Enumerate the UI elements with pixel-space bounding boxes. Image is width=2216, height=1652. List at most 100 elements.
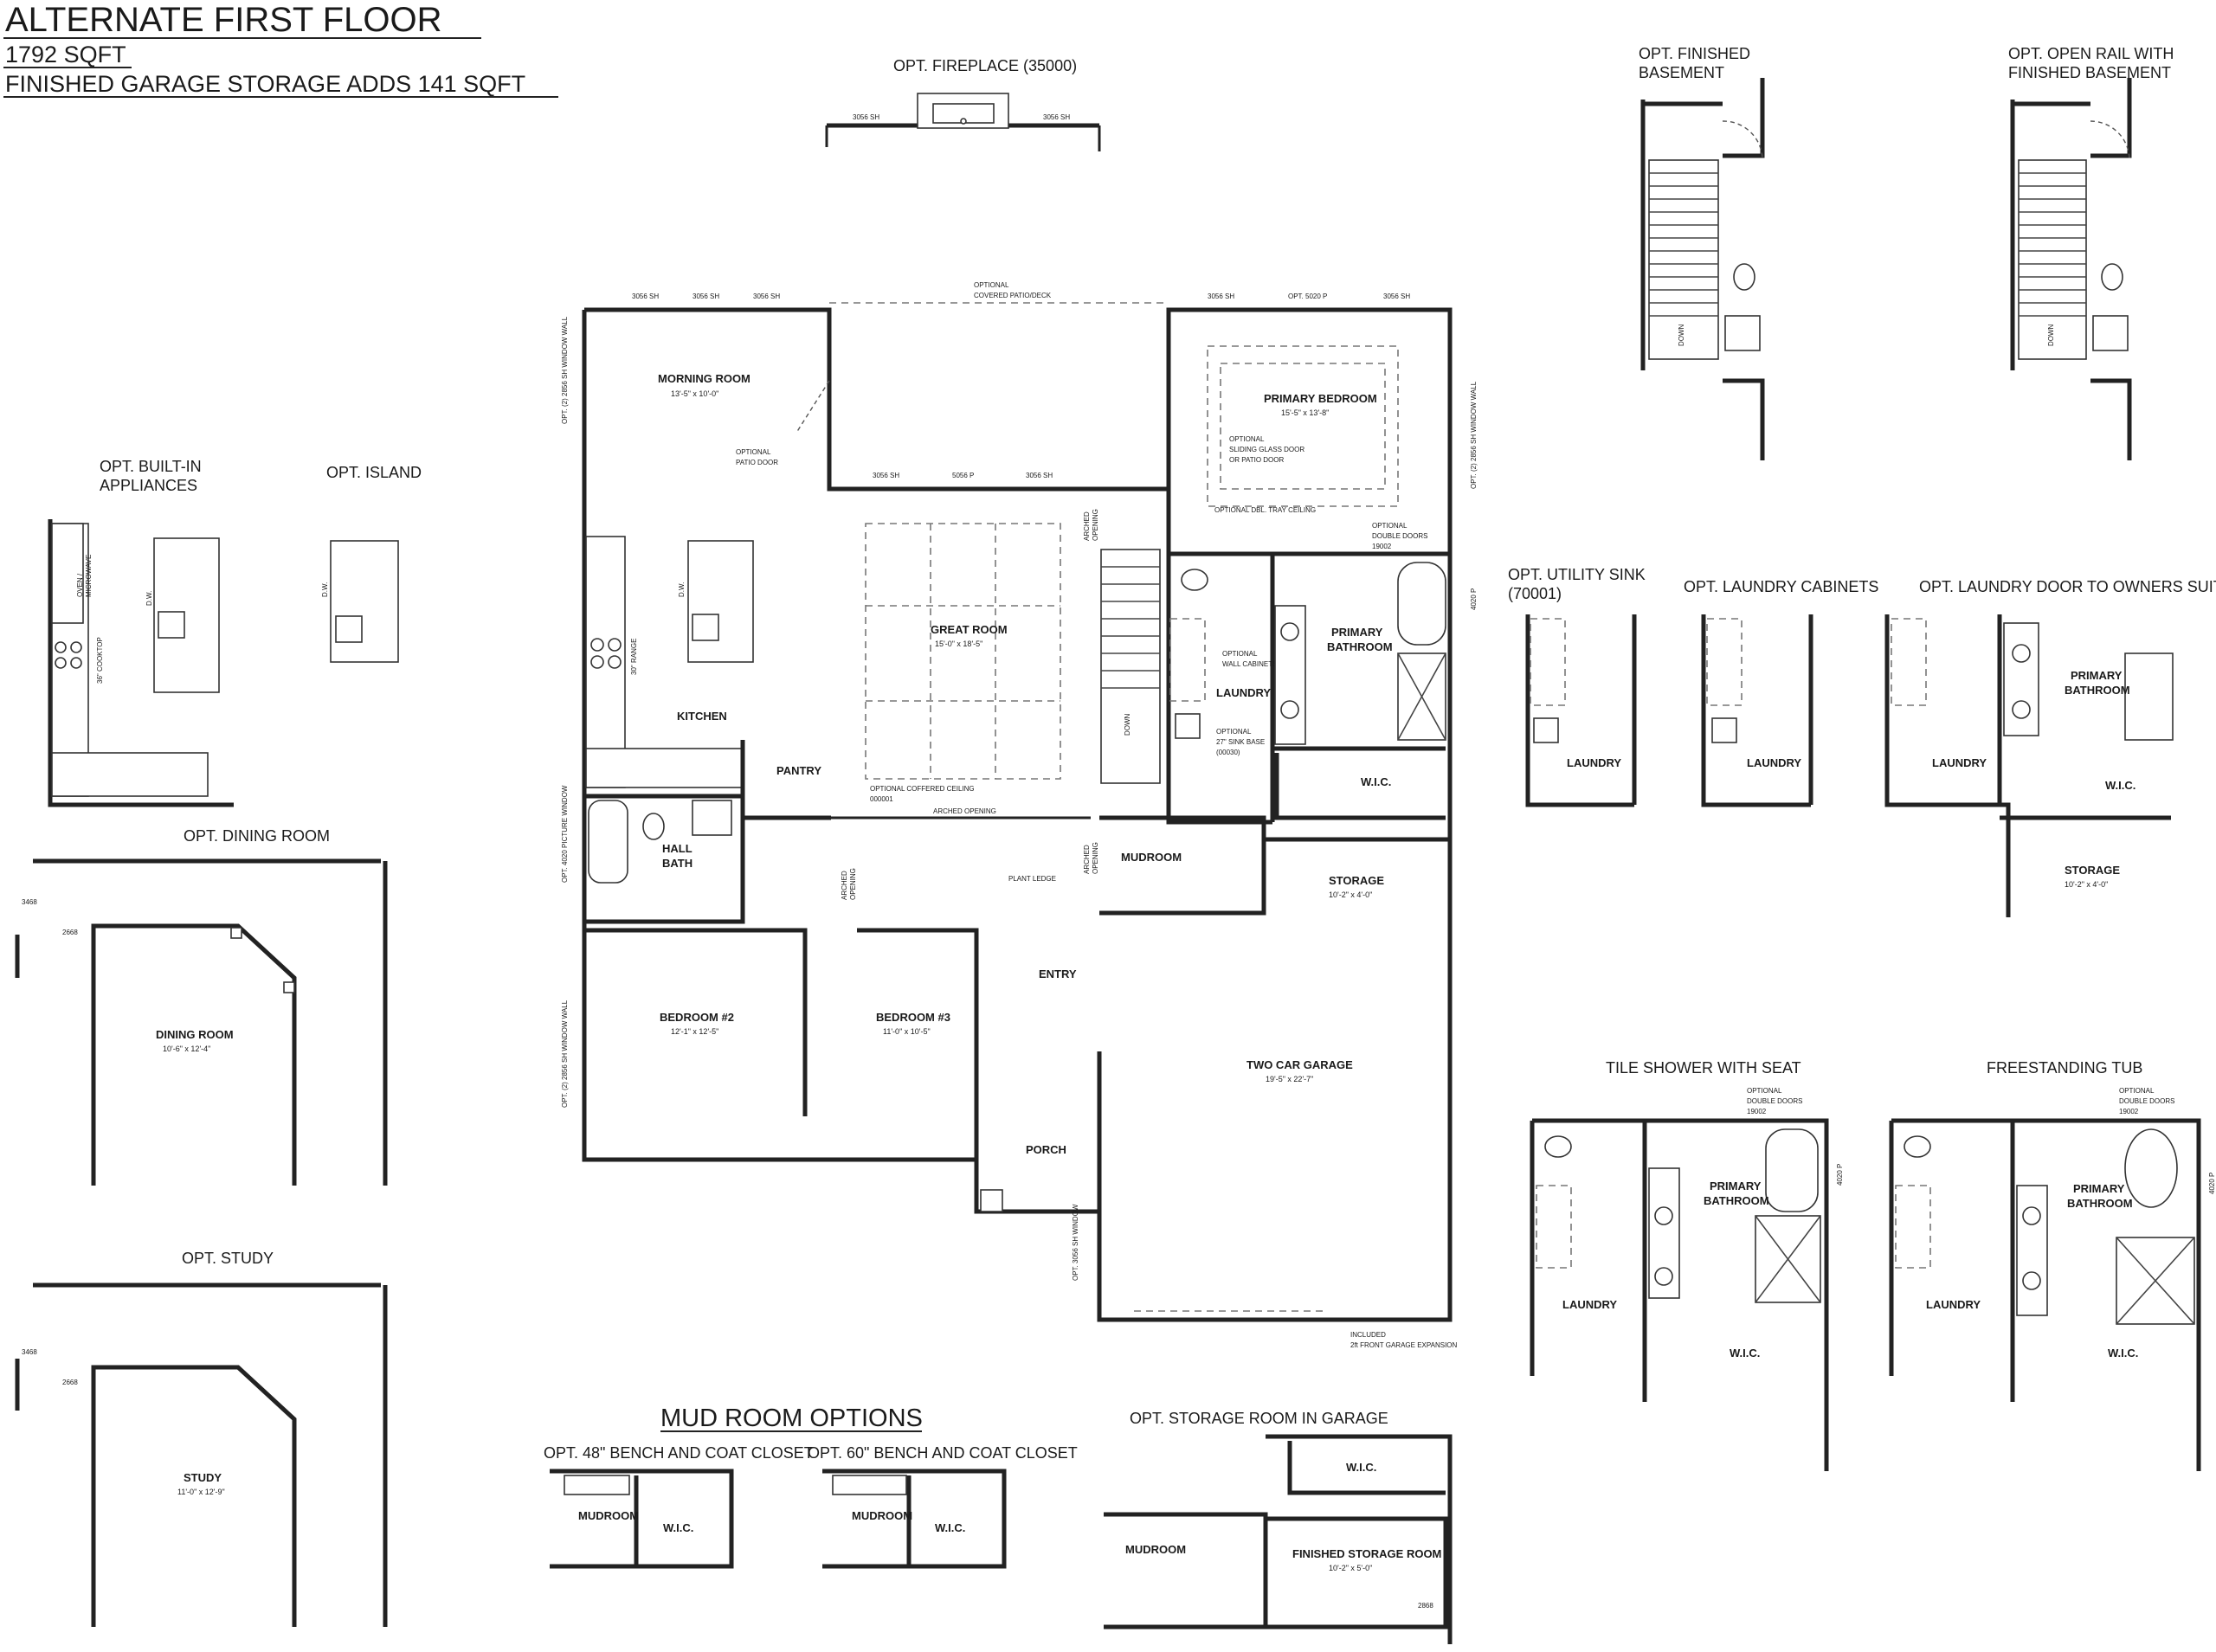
label-rooms-entry: ENTRY	[1039, 967, 1077, 980]
label-rooms-bedroom2-name: BEDROOM #2	[660, 1011, 734, 1024]
label-option-titles-storage-room: OPT. STORAGE ROOM IN GARAGE	[1130, 1410, 1388, 1427]
opt-finished-basement: OPT. FINISHED BASEMENT DOWN	[1639, 45, 1765, 460]
label-notes-garage-exp-2: 2ft FRONT GARAGE EXPANSION	[1350, 1341, 1458, 1349]
label-rooms-mudroom-title: MUDROOM	[578, 1509, 639, 1522]
label-rooms-storage-dims: 10'-2" x 4'-0"	[2065, 880, 2108, 889]
label-notes-wall-cab-1: OPTIONAL	[1222, 650, 1258, 658]
label-option-titles-open-rail-1: OPT. OPEN RAIL WITH	[2008, 45, 2174, 62]
label-rooms-wic: W.I.C.	[1346, 1461, 1376, 1474]
label-notes-arched-1: ARCHED	[1083, 845, 1091, 874]
label-notes-w3056: 3056 SH	[692, 292, 719, 300]
label-option-titles-laundry-door: OPT. LAUNDRY DOOR TO OWNERS SUITE	[1919, 578, 2216, 595]
label-notes-win-morning: OPT. (2) 2856 SH WINDOW WALL	[561, 316, 569, 424]
label-notes-oven-2: MICROWAVE	[85, 555, 93, 597]
opt-builtin-appliances: OPT. BUILT-IN APPLIANCES OVEN / MICROWAV…	[48, 458, 234, 807]
label-rooms-primary-bathroom-2: BATHROOM	[2067, 1197, 2133, 1210]
label-option-titles-open-rail-2: FINISHED BASEMENT	[2008, 64, 2171, 81]
label-notes-sink-base-2: 27" SINK BASE	[1216, 738, 1265, 746]
label-option-titles-finished-basement-2: BASEMENT	[1639, 64, 1724, 81]
label-rooms-morning-room-name: MORNING ROOM	[658, 372, 750, 385]
label-rooms-garage-name: TWO CAR GARAGE	[1246, 1058, 1353, 1071]
label-option-titles-finished-basement-1: OPT. FINISHED	[1639, 45, 1750, 62]
label-notes-arched-opening: ARCHED OPENING	[933, 807, 996, 815]
label-option-titles-utility-sink-1: OPT. UTILITY SINK	[1508, 566, 1646, 583]
label-rooms-pantry-name: PANTRY	[776, 764, 821, 777]
label-rooms-porch: PORCH	[1026, 1143, 1066, 1156]
label-notes-patio-door-1: OPTIONAL	[736, 448, 771, 456]
garage-storage-note: FINISHED GARAGE STORAGE ADDS 141 SQFT	[5, 71, 525, 97]
label-notes-double-doors-2: DOUBLE DOORS	[1372, 532, 1427, 540]
label-rooms-primary-bathroom-2: BATHROOM	[1704, 1194, 1769, 1207]
label-rooms-wic: W.I.C.	[2105, 779, 2135, 792]
label-notes-w3056: 3056 SH	[1026, 472, 1053, 479]
label-notes-double-doors-2: DOUBLE DOORS	[1747, 1097, 1802, 1105]
label-rooms-mudroom-title: MUDROOM	[852, 1509, 912, 1522]
label-notes-double-doors-2: DOUBLE DOORS	[2119, 1097, 2174, 1105]
label-notes-plant-ledge: PLANT LEDGE	[1008, 875, 1056, 883]
label-notes-w4020: 4020 P	[2208, 1173, 2216, 1194]
label-rooms-bedroom3-dims: 11'-0" x 10'-5"	[883, 1027, 931, 1036]
label-rooms-primary-bedroom-name: PRIMARY BEDROOM	[1264, 392, 1377, 405]
opt-laundry-door: OPT. LAUNDRY DOOR TO OWNERS SUITE LAUNDR…	[1884, 578, 2216, 917]
label-notes-w2668: 2668	[62, 929, 78, 936]
label-notes-w5056: 5056 P	[952, 472, 974, 479]
label-notes-w3468: 3468	[22, 1348, 37, 1356]
label-notes-patio-door-2: PATIO DOOR	[736, 459, 778, 466]
label-option-titles-island: OPT. ISLAND	[326, 464, 422, 481]
label-rooms-primary-bedroom-dims: 15'-5" x 13'-8"	[1281, 408, 1329, 417]
label-option-titles-builtin-2: APPLIANCES	[100, 477, 197, 494]
label-notes-double-doors-3: 19002	[1747, 1108, 1767, 1115]
label-notes-w2668: 2668	[62, 1379, 78, 1386]
label-notes-dw: D.W.	[678, 582, 686, 597]
label-notes-w3056: 3056 SH	[632, 292, 659, 300]
label-notes-tray-ceiling: OPTIONAL DBL. TRAY CEILING	[1214, 506, 1316, 514]
label-option-titles-utility-sink-2: (70001)	[1508, 585, 1562, 602]
label-rooms-mudroom-title: MUDROOM	[1125, 1543, 1186, 1556]
label-option-titles-builtin-1: OPT. BUILT-IN	[100, 458, 202, 475]
label-rooms-dining-dims: 10'-6" x 12'-4"	[163, 1045, 210, 1053]
opt-dining-room: OPT. DINING ROOM DINING ROOM 10'-6" x 12…	[15, 827, 388, 1186]
label-notes-arched-1: ARCHED	[1083, 511, 1091, 541]
label-rooms-study-name: STUDY	[184, 1471, 222, 1484]
label-notes-sliding-3: OR PATIO DOOR	[1229, 456, 1284, 464]
label-rooms-kitchen-name: KITCHEN	[677, 710, 727, 723]
label-rooms-laundry-name: LAUNDRY	[1216, 686, 1271, 699]
label-option-titles-laundry-cabinets: OPT. LAUNDRY CABINETS	[1684, 578, 1878, 595]
plan-title: ALTERNATE FIRST FLOOR	[5, 1, 442, 39]
label-notes-arched-2: OPENING	[1092, 509, 1099, 541]
label-notes-dw: D.W.	[321, 582, 329, 597]
label-notes-coffered-2: 000001	[870, 795, 893, 803]
label-rooms-primary-bathroom-1: PRIMARY	[1710, 1180, 1762, 1192]
label-option-titles-tile-shower: TILE SHOWER WITH SEAT	[1606, 1059, 1801, 1077]
label-rooms-laundry-name: LAUNDRY	[1562, 1298, 1617, 1311]
label-notes-covered-patio-1: OPTIONAL	[974, 281, 1009, 289]
label-rooms-primary-bathroom-2: BATHROOM	[1327, 640, 1393, 653]
label-notes-w3056: 3056 SH	[873, 472, 899, 479]
opt-freestanding-tub: FREESTANDING TUB LAUNDRY PRIMARY BATHROO…	[1889, 1059, 2216, 1471]
label-rooms-laundry-name: LAUNDRY	[1567, 756, 1621, 769]
label-rooms-laundry-name: LAUNDRY	[1926, 1298, 1981, 1311]
opt-island: OPT. ISLAND D.W.	[321, 464, 422, 663]
label-option-titles-dining-room: OPT. DINING ROOM	[184, 827, 330, 845]
label-rooms-primary-bathroom-1: PRIMARY	[2073, 1182, 2125, 1195]
label-notes-double-doors-1: OPTIONAL	[2119, 1087, 2155, 1095]
mud-room-options-title: MUD ROOM OPTIONS	[660, 1405, 923, 1432]
opt-storage-room-garage: OPT. STORAGE ROOM IN GARAGE W.I.C. MUDRO…	[1104, 1410, 1453, 1644]
label-notes-w3468: 3468	[22, 898, 37, 906]
label-option-titles-bench-60: OPT. 60" BENCH AND COAT CLOSET	[808, 1444, 1078, 1462]
label-rooms-storage-name: STORAGE	[2065, 864, 2120, 877]
label-notes-dw: D.W.	[145, 591, 153, 606]
label-notes-w3056: 3056 SH	[1208, 292, 1234, 300]
label-option-titles-bench-48: OPT. 48" BENCH AND COAT CLOSET	[544, 1444, 814, 1462]
label-rooms-garage-dims: 19'-5" x 22'-7"	[1266, 1075, 1313, 1083]
label-notes-w3056: 3056 SH	[853, 113, 879, 121]
opt-open-rail: OPT. OPEN RAIL WITH FINISHED BASEMENT DO…	[2008, 45, 2174, 460]
label-notes-arched-2: OPENING	[1092, 842, 1099, 874]
main-floor-plan: OPTIONAL COVERED PATIO/DECK 3056 SH 3056…	[561, 281, 1478, 1349]
label-rooms-finished-storage-name: FINISHED STORAGE ROOM	[1292, 1547, 1441, 1560]
label-rooms-finished-storage-dims: 10'-2" x 5'-0"	[1329, 1564, 1372, 1572]
label-rooms-wic: W.I.C.	[1361, 775, 1391, 788]
label-notes-w3056: 3056 SH	[753, 292, 780, 300]
label-rooms-primary-bathroom-1: PRIMARY	[1331, 626, 1383, 639]
